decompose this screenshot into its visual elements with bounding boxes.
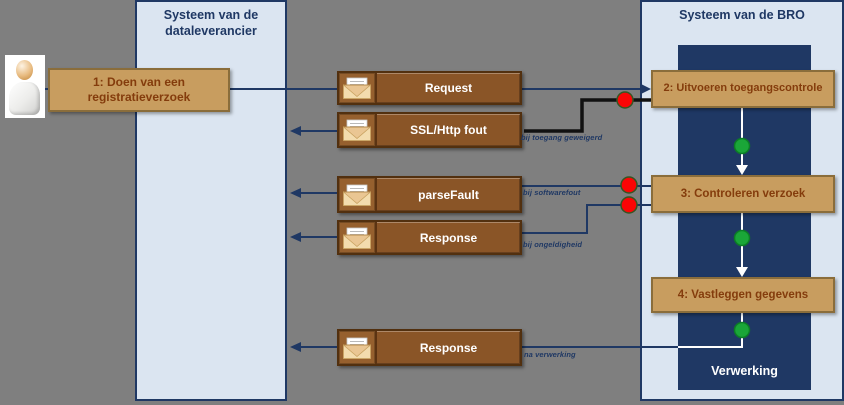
arrowhead-down-icon [736, 165, 748, 175]
step-label: 2: Uitvoeren toegangscontrole [663, 82, 823, 95]
message-parsefault: parseFault [337, 176, 522, 213]
message-label: Response [419, 230, 478, 245]
message-label: SSL/Http fout [410, 123, 487, 137]
step-2-toegangscontrole: 2: Uitvoeren toegangscontrole [651, 70, 835, 108]
panel-title-bro: Systeem van de BRO [679, 8, 805, 22]
red-dot [620, 176, 638, 194]
green-dot [733, 229, 751, 247]
arrowhead-left-icon [290, 126, 301, 136]
arrowhead-left-icon [290, 232, 301, 242]
red-dot [620, 196, 638, 214]
green-dot [733, 137, 751, 155]
arrowhead-left-icon [290, 342, 301, 352]
person-icon [5, 55, 45, 118]
message-label: Response [419, 340, 478, 355]
green-dot [733, 321, 751, 339]
note-toegang-geweigerd: bij toegang geweigerd [521, 133, 603, 142]
panel-title-dataleverancier: Systeem van de dataleverancier [163, 8, 259, 38]
envelope-icon [339, 114, 377, 146]
person-torso [9, 82, 40, 115]
person-head [16, 60, 33, 80]
verwerking-label: Verwerking [711, 364, 778, 378]
note-na-verwerking: na verwerking [524, 350, 576, 359]
red-dot [616, 91, 634, 109]
envelope-icon [339, 73, 377, 103]
note-softwarefout: bij softwarefout [523, 188, 581, 197]
step-label: 3: Controleren verzoek [680, 187, 806, 200]
envelope-icon [339, 331, 377, 364]
arrowhead-down-icon [736, 267, 748, 277]
arrowhead-left-icon [290, 188, 301, 198]
step-label: 4: Vastleggen gegevens [677, 288, 809, 301]
message-ssl-http-fout: SSL/Http fout [337, 112, 522, 148]
step-label: 1: Doen van een registratieverzoek [87, 75, 191, 104]
message-response-afkeur: Response [337, 220, 522, 255]
step-4-vastleggen-gegevens: 4: Vastleggen gegevens [651, 277, 835, 313]
note-ongeldigheid: bij ongeldigheid [523, 240, 583, 249]
response1-line-right [522, 204, 651, 234]
message-response-verwerking: Response [337, 329, 522, 366]
message-request: Request [337, 71, 522, 105]
arrowhead-right-icon [641, 84, 651, 94]
step-3-controleren-verzoek: 3: Controleren verzoek [651, 175, 835, 213]
step-1-registratieverzoek: 1: Doen van een registratieverzoek [48, 68, 230, 112]
panel-dataleverancier: Systeem van de dataleverancier [135, 0, 287, 401]
message-label: parseFault [418, 187, 479, 202]
envelope-icon [339, 178, 377, 211]
message-label: Request [424, 81, 473, 95]
envelope-icon [339, 222, 377, 253]
flow-4-out [678, 313, 743, 348]
